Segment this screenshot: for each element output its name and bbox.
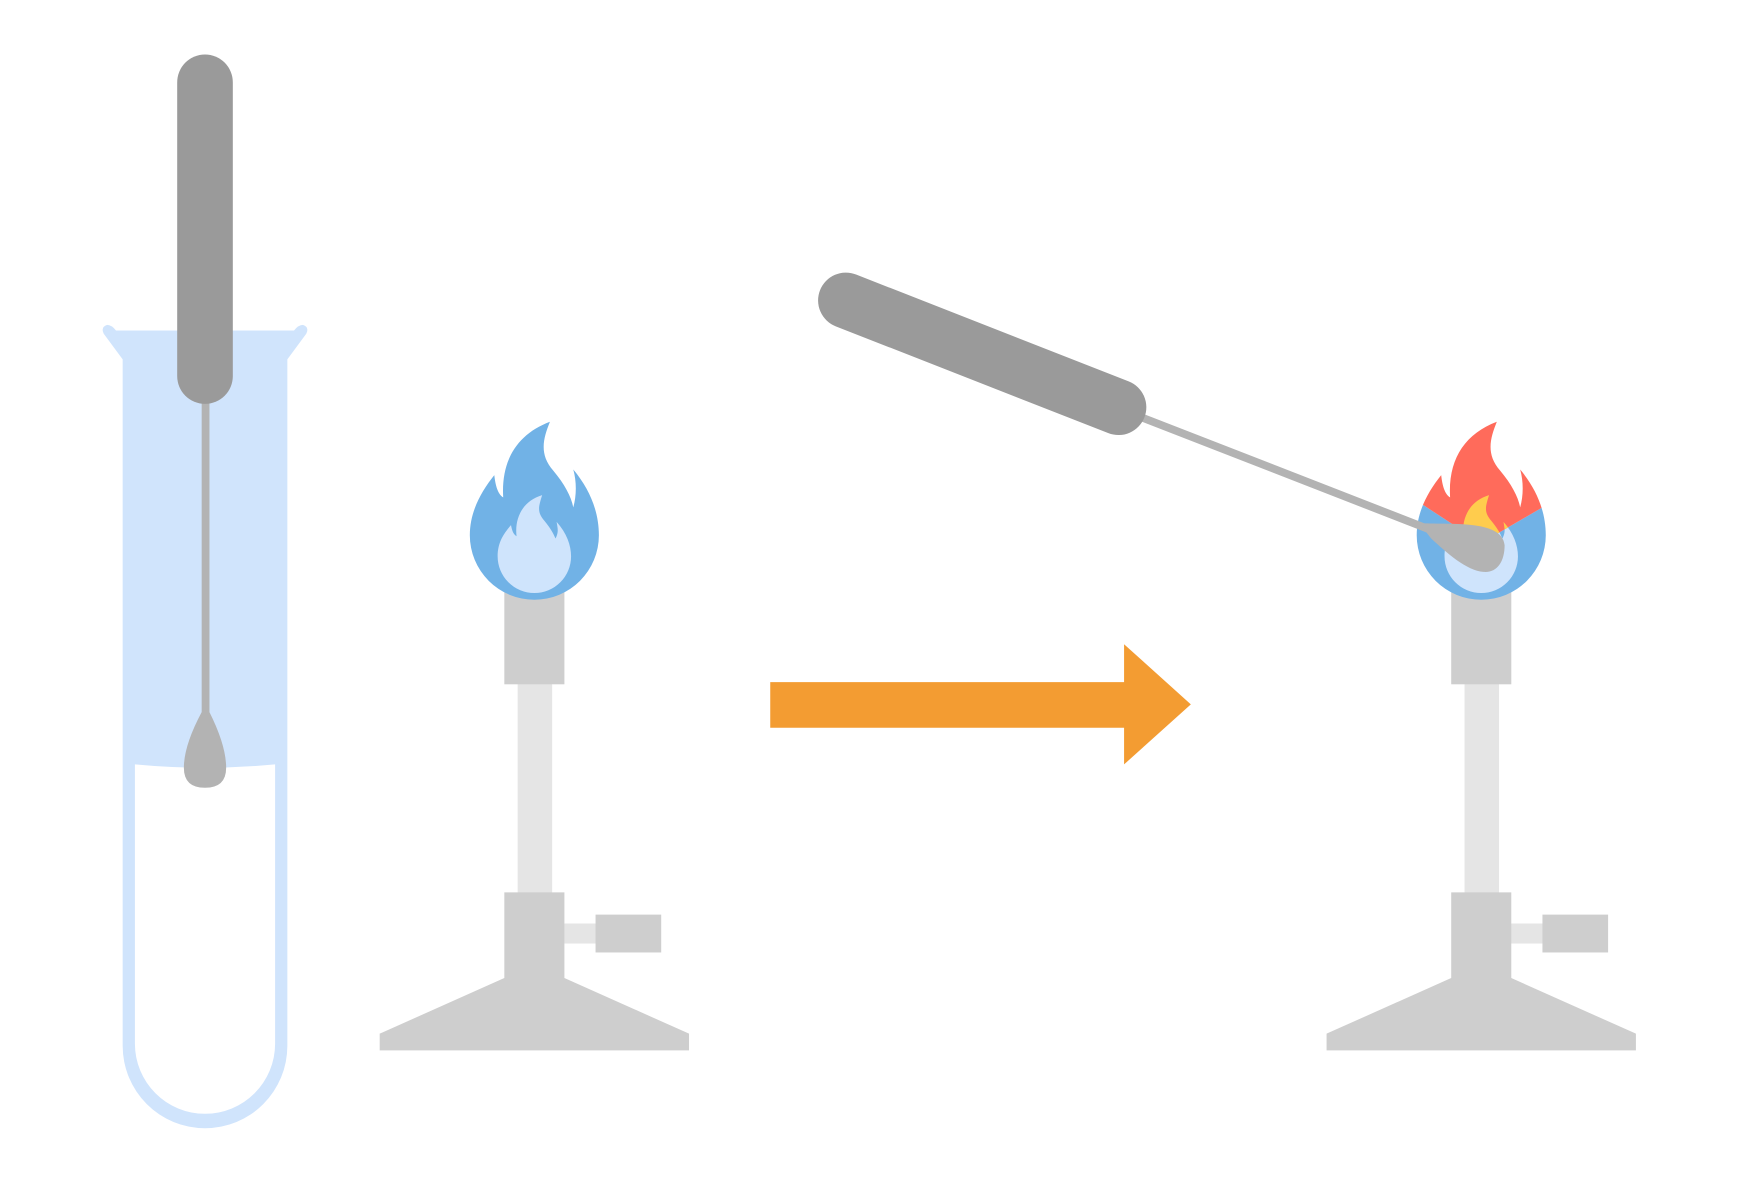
swab-handle [177, 54, 233, 404]
burner-gas-valve [595, 914, 662, 953]
inoculating-loop [818, 272, 1505, 572]
burner-base [1326, 892, 1636, 1051]
colored-flame [1416, 421, 1546, 600]
bunsen-burner-right [1326, 587, 1636, 1051]
arrow-right-icon [770, 644, 1191, 765]
burner-stem [1464, 680, 1500, 895]
burner-stem [517, 680, 553, 895]
bunsen-burner-left [379, 421, 690, 1051]
burner-gas-pipe [1509, 923, 1545, 944]
burner-gas-pipe [562, 923, 598, 944]
burner-barrel [1451, 587, 1512, 685]
burner-base [379, 892, 690, 1051]
loop-tip [1418, 522, 1505, 572]
swab-tip [183, 712, 227, 788]
burner-gas-valve [1542, 914, 1609, 953]
loop-handle [818, 272, 1147, 436]
test-tube-empty-interior [134, 764, 276, 1114]
swab-stick [201, 389, 210, 718]
burner-barrel [504, 587, 565, 685]
loop-wire [1117, 404, 1438, 536]
flame-inner [497, 495, 572, 594]
swab [177, 54, 233, 788]
